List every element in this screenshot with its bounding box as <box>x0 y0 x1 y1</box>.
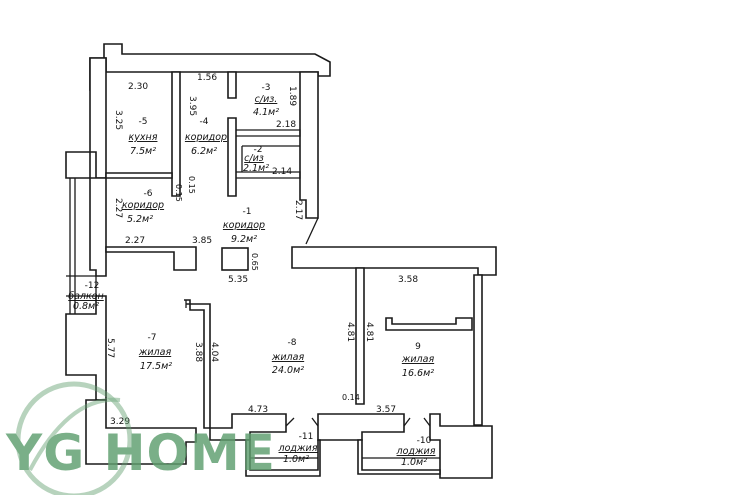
corridor6-bottom-wall <box>105 246 197 271</box>
room-4-area: 6.2м² <box>191 146 217 157</box>
bottom-wall-a <box>209 413 287 441</box>
room-6-name: коридор <box>122 200 164 211</box>
door-tick-11 <box>285 417 319 427</box>
room-1-area: 9.2м² <box>231 234 257 245</box>
dim-label: 3.25 <box>113 110 123 130</box>
dim-label: 4.81 <box>345 322 355 342</box>
room-1-name: коридор <box>223 220 265 231</box>
dim-label: 3.58 <box>398 275 418 285</box>
room-6-area: 5.2м² <box>127 214 153 225</box>
walls <box>65 43 497 479</box>
dim-label: 4.04 <box>209 342 219 362</box>
room-7-name: жилая <box>138 347 172 358</box>
shaft-wall <box>299 71 319 219</box>
room-2-area: 2.1м² <box>243 163 269 174</box>
room-2-name: с/из <box>244 153 264 164</box>
dim-label: 3.29 <box>110 417 130 427</box>
dim-label: 2.18 <box>276 120 296 130</box>
loggia-11 <box>245 439 321 477</box>
door-arc-line <box>305 217 319 245</box>
right-wall <box>473 274 483 426</box>
left-wall-upper <box>65 57 107 179</box>
room-8-number: -8 <box>288 338 297 348</box>
right-beam-wall <box>291 246 497 276</box>
room-labels: -5 кухня 7.5м² -4 коридор 6.2м² -3 с/из.… <box>68 83 435 468</box>
room-8-area: 24.0м² <box>272 365 304 376</box>
kitchen-bottom-wall <box>105 172 173 179</box>
room-11-name: лоджия <box>278 443 318 454</box>
wardrobe-wall <box>385 317 473 331</box>
dim-label: 0.15 <box>174 184 183 202</box>
room-12-name: балкон <box>68 291 104 302</box>
dim-label: 0.65 <box>250 253 259 271</box>
left-wall-middle <box>89 177 107 277</box>
bottom-wall-c <box>429 413 493 479</box>
dim-label: 1.56 <box>197 73 217 83</box>
loggia-10 <box>357 439 441 475</box>
dimensions: 2.30 3.25 1.56 3.95 1.89 2.18 2.14 0.15 … <box>105 73 418 427</box>
wc-partition-2 <box>227 117 237 197</box>
room-2-number: -2 <box>254 145 263 155</box>
dim-label: 2.27 <box>125 236 145 246</box>
room-9-area: 16.6м² <box>402 368 434 379</box>
partition-7-8 <box>184 299 211 429</box>
room-10-area: 1.0м² <box>401 457 427 468</box>
dim-label: 0.14 <box>342 393 360 402</box>
wc-wall-2 <box>236 171 301 179</box>
dim-label: 4.73 <box>248 405 268 415</box>
top-wall <box>89 43 331 91</box>
dim-label: 4.81 <box>364 322 374 342</box>
dim-label: 2.30 <box>128 82 148 92</box>
bottom-wall-left <box>85 399 197 465</box>
room-3-area: 4.1м² <box>253 107 279 118</box>
wc2-inner <box>241 145 300 172</box>
room-10-name: лоджия <box>396 446 436 457</box>
dim-label: 2.14 <box>272 167 292 177</box>
dim-label: 5.77 <box>105 338 115 358</box>
watermark-swoosh-icon <box>28 397 121 471</box>
dim-label: 2.17 <box>293 200 303 220</box>
dim-label: 3.88 <box>193 342 203 362</box>
dim-label: 3.57 <box>376 405 396 415</box>
dim-label: 1.89 <box>287 86 297 106</box>
watermark: YG HOME <box>5 381 276 495</box>
kitchen-partition <box>171 71 181 197</box>
watermark-text: YG HOME <box>5 424 276 482</box>
watermark-circle-icon <box>15 381 133 495</box>
room-12-area: 0.8м² <box>73 301 99 312</box>
column <box>221 247 249 271</box>
balcony-12 <box>66 275 97 297</box>
room-9-number: 9 <box>415 342 421 352</box>
door-tick-10 <box>403 417 431 427</box>
room-10-number: -10 <box>417 436 432 446</box>
room-5-name: кухня <box>129 132 158 143</box>
room-1-number: -1 <box>243 207 252 217</box>
room-3-name: с/из. <box>255 94 278 105</box>
room-7-number: -7 <box>148 333 157 343</box>
room-6-number: -6 <box>144 189 153 199</box>
room-11-area: 1.0м² <box>283 454 309 465</box>
room-4-name: коридор <box>185 132 227 143</box>
dim-label: 2.27 <box>113 198 123 218</box>
room-5-number: -5 <box>139 117 148 127</box>
dim-label: 3.95 <box>187 96 197 116</box>
wc-partition <box>227 71 237 99</box>
room-8-name: жилая <box>271 352 305 363</box>
room-12-number: -12 <box>85 281 100 291</box>
room-9-name: жилая <box>401 354 435 365</box>
room-7-area: 17.5м² <box>140 361 172 372</box>
dim-label: 0.15 <box>187 176 196 194</box>
bottom-wall-b <box>317 413 405 441</box>
room-3-number: -3 <box>262 83 271 93</box>
dim-label: 5.35 <box>228 275 248 285</box>
room-5-area: 7.5м² <box>130 146 156 157</box>
room-4-number: -4 <box>200 117 209 127</box>
partition-8-9 <box>355 267 365 405</box>
room-11-number: -11 <box>299 432 314 442</box>
wc-wall-3 <box>236 129 301 137</box>
dim-label: 3.85 <box>192 236 212 246</box>
